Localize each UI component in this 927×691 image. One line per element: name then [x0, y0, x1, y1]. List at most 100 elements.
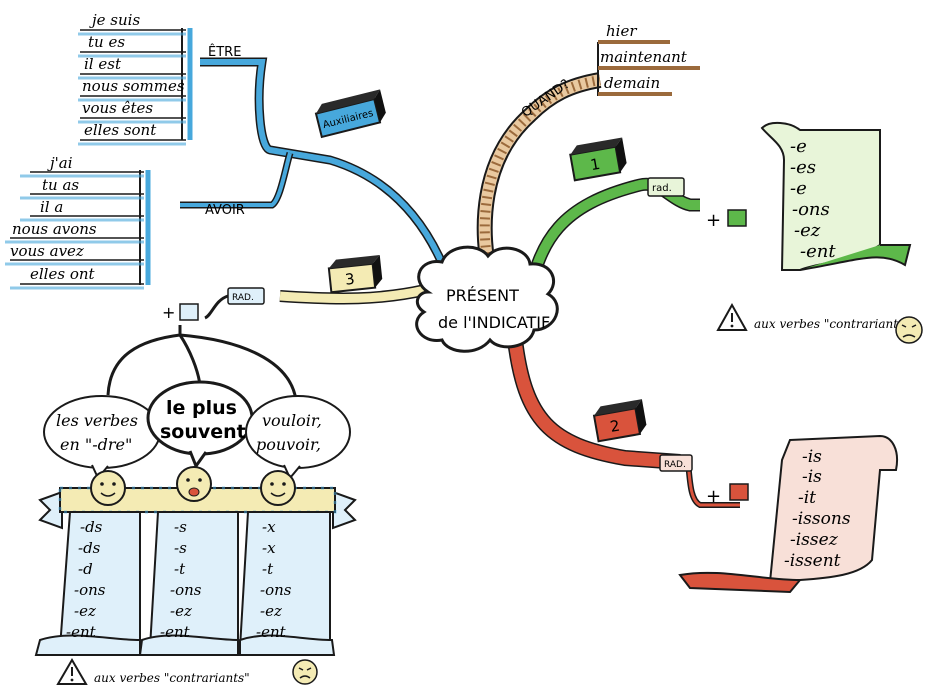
group1-number: 1	[589, 155, 602, 174]
group1-ending: -ons	[792, 199, 830, 220]
group2-ending: -is	[802, 467, 822, 487]
column-ending: -t	[262, 560, 274, 578]
avoir-form: vous avez	[10, 242, 84, 260]
group2-ending: -issent	[784, 551, 841, 571]
group1-rad-tag: rad.	[647, 177, 685, 197]
etre-form: nous sommes	[82, 77, 185, 95]
avoir-form: elles ont	[30, 265, 96, 283]
branch-auxiliaires	[200, 57, 450, 272]
column-ending: -t	[174, 560, 186, 578]
column-ending: -s	[174, 518, 187, 536]
column-ending: -ent	[256, 623, 287, 641]
group1-ending: -es	[790, 157, 816, 178]
group3-warning: aux verbes "contrariants"	[56, 658, 318, 685]
group1-plus: +	[706, 210, 721, 231]
group2-number: 2	[609, 417, 622, 436]
avoir-label: AVOIR	[205, 203, 245, 218]
avoir-form: tu as	[42, 176, 79, 194]
group1-ending: -ent	[800, 241, 836, 262]
etre-form: il est	[84, 55, 122, 73]
group1-warning-text: aux verbes "contrariants"	[754, 317, 910, 331]
group3-bubble: vouloir, pouvoir,	[245, 395, 351, 480]
face-icon	[90, 470, 126, 506]
etre-form: vous êtes	[82, 99, 153, 117]
group2-ending: -it	[798, 488, 816, 508]
face-icon	[176, 466, 212, 502]
group3-number: 3	[344, 270, 355, 289]
group2-ending: -is	[802, 447, 822, 467]
column-ending: -ent	[66, 623, 97, 641]
etre-form: elles sont	[84, 121, 157, 139]
quand-item: hier	[606, 22, 637, 40]
bubble-text: vouloir,	[262, 411, 322, 430]
group2-rad-tag: RAD.	[659, 454, 693, 472]
ending-box-icon	[179, 303, 199, 321]
group1-scroll: -e -es -e -ons -ez -ent	[760, 122, 912, 271]
ending-box-icon	[729, 483, 749, 501]
group1-warning: aux verbes "contrariants"	[716, 302, 923, 344]
group3-number-box: 3	[327, 254, 383, 294]
group2-number-box: 2	[592, 399, 647, 443]
group1-number-box: 1	[569, 137, 627, 182]
column-ending: -ez	[170, 602, 192, 620]
group3-column: -s -s -t -ons -ez -ent	[138, 511, 239, 656]
group1-rad: rad.	[652, 183, 672, 194]
group2-ending: -issez	[790, 530, 839, 550]
branch-group2	[507, 339, 681, 470]
group3-rad: RAD.	[232, 293, 254, 303]
group1-ending: -ez	[794, 220, 821, 241]
group3-column: -ds -ds -d -ons -ez -ent	[34, 511, 141, 656]
group2-ending: -issons	[792, 509, 851, 529]
column-ending: -ds	[80, 518, 103, 536]
column-ending: -x	[262, 518, 276, 536]
avoir-form: il a	[40, 198, 63, 216]
group3-rad-tag: RAD.	[227, 287, 265, 305]
grumpy-face-icon	[895, 316, 923, 344]
grumpy-face-icon	[292, 659, 318, 685]
center-title: PRÉSENT	[446, 286, 519, 305]
warning-icon	[56, 658, 88, 685]
quand-item: maintenant	[600, 48, 688, 66]
quand-item: demain	[604, 74, 660, 92]
group3-bubble: le plus souvent	[146, 380, 254, 470]
group2-plus: +	[706, 486, 721, 507]
etre-form: je suis	[89, 11, 140, 29]
column-ending: -ons	[170, 581, 202, 599]
etre-label: ÊTRE	[208, 44, 241, 60]
column-ending: -d	[78, 560, 93, 578]
group2-scroll: -is -is -it -issons -issez -issent	[678, 434, 898, 594]
quand-list: hier maintenant demain	[597, 22, 700, 96]
column-ending: -ds	[78, 539, 101, 557]
avoir-list: j'ai tu as il a nous avons vous avez ell…	[5, 154, 151, 290]
bubble-text: pouvoir,	[256, 435, 321, 454]
group3-plus: +	[162, 303, 175, 322]
bubble-text: en "-dre"	[60, 435, 132, 454]
etre-form: tu es	[88, 33, 125, 51]
avoir-form: nous avons	[12, 220, 97, 238]
column-ending: -x	[262, 539, 276, 557]
bubble-text: le plus	[166, 397, 237, 419]
warning-icon	[716, 302, 748, 331]
auxiliaires-box: Auxiliaires	[314, 89, 386, 139]
column-ending: -ons	[260, 581, 292, 599]
column-ending: -ez	[74, 602, 96, 620]
group3-column: -x -x -t -ons -ez -ent	[238, 511, 336, 656]
group1-ending: -e	[790, 178, 807, 199]
avoir-form: j'ai	[47, 154, 73, 172]
column-ending: -s	[174, 539, 187, 557]
center-subtitle: de l'INDICATIF	[438, 313, 550, 332]
bubble-text: souvent	[160, 421, 246, 443]
etre-list: je suis tu es il est nous sommes vous êt…	[78, 11, 193, 146]
column-ending: -ez	[260, 602, 282, 620]
column-ending: -ent	[160, 623, 191, 641]
group2-rad: RAD.	[664, 460, 686, 470]
face-icon	[260, 470, 296, 506]
center-cloud: PRÉSENT de l'INDICATIF	[415, 245, 559, 353]
group3-bubble: les verbes en "-dre"	[43, 395, 161, 480]
bubble-text: les verbes	[56, 411, 138, 430]
group3-warning-text: aux verbes "contrariants"	[94, 671, 250, 685]
group1-ending: -e	[790, 136, 807, 157]
column-ending: -ons	[74, 581, 106, 599]
